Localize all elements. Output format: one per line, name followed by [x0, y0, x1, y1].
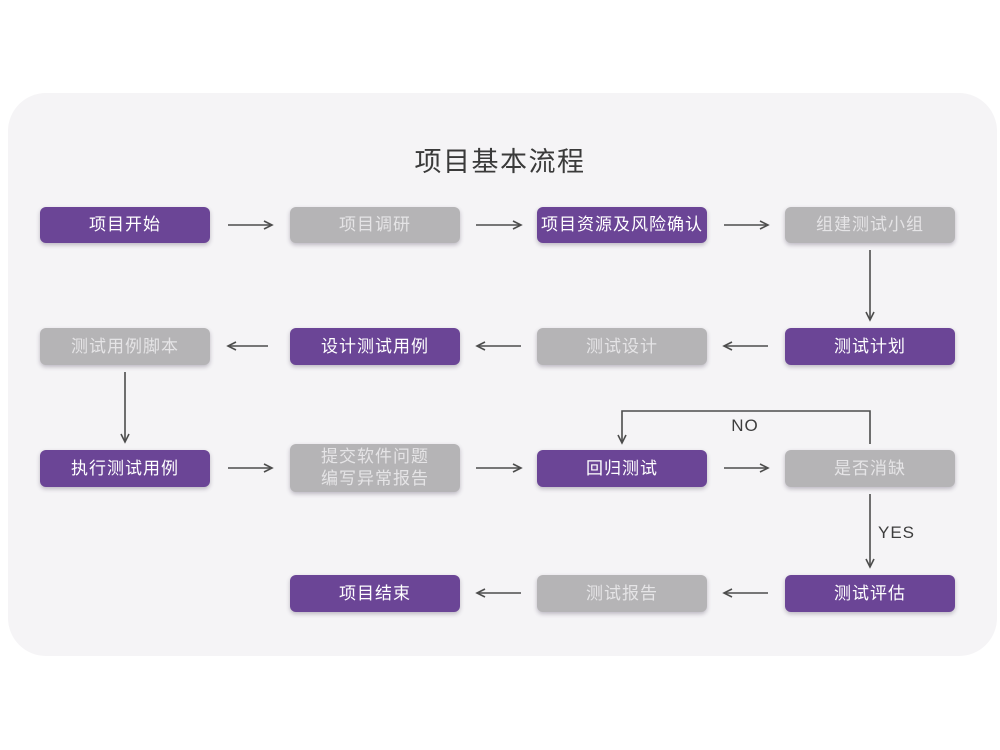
- node-label: 组建测试小组: [816, 215, 924, 234]
- node-project-start: 项目开始: [40, 207, 210, 243]
- node-test-evaluation: 测试评估: [785, 575, 955, 612]
- node-label: 回归测试: [586, 458, 658, 478]
- node-label: 提交软件问题: [321, 447, 429, 466]
- node-design-test-case: 设计测试用例: [290, 328, 460, 365]
- node-test-report: 测试报告: [537, 575, 707, 612]
- node-test-case-script: 测试用例脚本: [40, 328, 210, 365]
- branch-label-no: NO: [731, 416, 759, 435]
- node-defect-cleared: 是否消缺: [785, 450, 955, 487]
- node-label: 是否消缺: [834, 458, 906, 478]
- node-resource-risk: 项目资源及风险确认: [537, 207, 707, 243]
- node-regression-test: 回归测试: [537, 450, 707, 487]
- node-test-design: 测试设计: [537, 328, 707, 365]
- node-label: 测试计划: [834, 336, 906, 356]
- node-label: 测试报告: [586, 583, 658, 603]
- node-label: 项目结束: [339, 583, 411, 603]
- node-project-end: 项目结束: [290, 575, 460, 612]
- node-build-test-team: 组建测试小组: [785, 207, 955, 243]
- node-label: 设计测试用例: [321, 336, 429, 356]
- node-label: 执行测试用例: [71, 458, 179, 478]
- node-test-plan: 测试计划: [785, 328, 955, 365]
- node-label: 编写异常报告: [321, 469, 429, 488]
- node-submit-issue-report: 提交软件问题编写异常报告: [290, 444, 460, 492]
- flowchart-card: [8, 93, 997, 656]
- node-label: 项目调研: [339, 215, 411, 234]
- node-label: 测试用例脚本: [71, 336, 179, 356]
- node-label: 项目资源及风险确认: [541, 215, 703, 234]
- node-label: 测试设计: [586, 336, 658, 356]
- node-label: 项目开始: [89, 215, 161, 234]
- node-label: 测试评估: [834, 583, 906, 603]
- node-project-research: 项目调研: [290, 207, 460, 243]
- diagram-title: 项目基本流程: [414, 147, 586, 177]
- branch-label-yes: YES: [878, 523, 916, 542]
- node-execute-test-case: 执行测试用例: [40, 450, 210, 487]
